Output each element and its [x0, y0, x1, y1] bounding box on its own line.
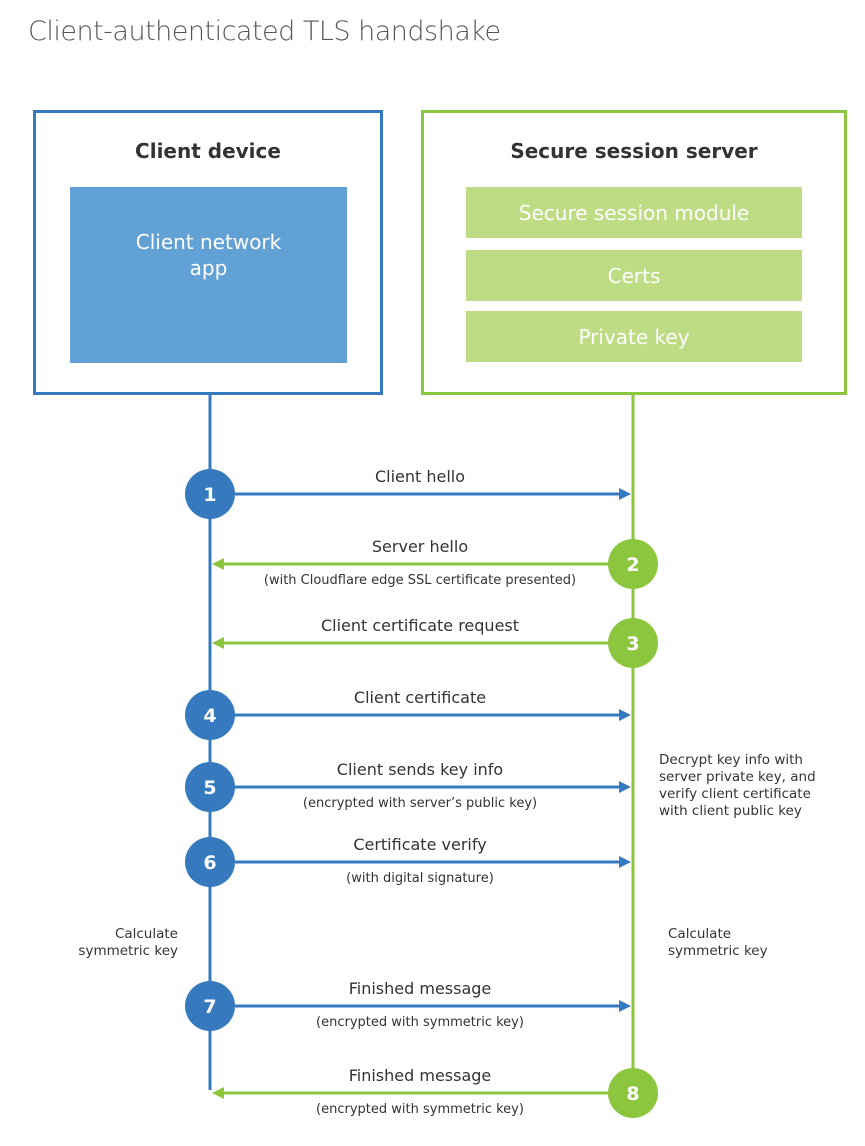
step-circle — [185, 981, 235, 1031]
note-line: verify client certificate — [659, 786, 811, 802]
server-decrypt-note: Decrypt key info with server private key… — [659, 752, 816, 820]
message-label: Client certificate request — [320, 616, 520, 635]
note-line: symmetric key — [78, 943, 178, 959]
step-circle — [608, 1068, 658, 1118]
arrowhead-icon — [619, 781, 631, 793]
arrowhead-icon — [619, 1000, 631, 1012]
message-label: Finished message — [348, 979, 492, 998]
server-title: Secure session server — [510, 139, 758, 163]
message-label: Client certificate — [353, 688, 487, 707]
step-circle — [185, 469, 235, 519]
note-line: with client public key — [659, 803, 802, 819]
arrowhead-icon — [619, 488, 631, 500]
step-number: 7 — [203, 996, 216, 1018]
client-network-app-box: Client network app — [70, 187, 347, 363]
message-label: Client sends key info — [336, 760, 504, 779]
step-number: 4 — [203, 705, 216, 727]
diagram-title: Client-authenticated TLS handshake — [28, 16, 501, 47]
step-circle — [185, 762, 235, 812]
step-circle — [608, 618, 658, 668]
message-detail: (with digital signature) — [346, 871, 494, 886]
step-circle — [185, 837, 235, 887]
server-calculate-note: Calculate symmetric key — [668, 926, 768, 960]
note-line: Calculate — [114, 926, 178, 942]
step-circle — [185, 690, 235, 740]
step-number: 2 — [626, 554, 639, 576]
arrowhead-icon — [212, 637, 224, 649]
step-number: 5 — [203, 777, 216, 799]
step-number: 3 — [626, 633, 639, 655]
message-label: Server hello — [371, 537, 469, 556]
message-detail: (encrypted with symmetric key) — [316, 1102, 524, 1117]
step-number: 1 — [203, 484, 216, 506]
arrowhead-icon — [212, 1087, 224, 1099]
secure-session-module-box: Secure session module — [466, 187, 802, 238]
note-line: server private key, and — [659, 769, 816, 785]
note-line: Calculate — [668, 926, 732, 942]
message-detail: (encrypted with server’s public key) — [302, 796, 538, 811]
client-network-app-label: Client network app — [135, 230, 282, 280]
certs-box: Certs — [466, 250, 802, 301]
message-label: Finished message — [348, 1066, 492, 1085]
client-device-panel: Client device — [33, 110, 383, 395]
note-line: symmetric key — [668, 943, 768, 959]
message-label: Certificate verify — [353, 835, 487, 854]
step-number: 8 — [626, 1083, 639, 1105]
step-number: 6 — [203, 852, 216, 874]
message-label: Client hello — [374, 467, 466, 486]
message-detail: (with Cloudflare edge SSL certificate pr… — [263, 573, 577, 588]
arrowhead-icon — [619, 709, 631, 721]
client-device-title: Client device — [135, 139, 281, 163]
arrowhead-icon — [212, 558, 224, 570]
message-detail: (encrypted with symmetric key) — [316, 1015, 524, 1030]
step-circle — [608, 539, 658, 589]
note-line: Decrypt key info with — [659, 752, 803, 768]
private-key-box: Private key — [466, 311, 802, 362]
arrowhead-icon — [619, 856, 631, 868]
secure-session-server-panel: Secure session server — [421, 110, 847, 395]
client-calculate-note: Calculate symmetric key — [40, 926, 178, 960]
